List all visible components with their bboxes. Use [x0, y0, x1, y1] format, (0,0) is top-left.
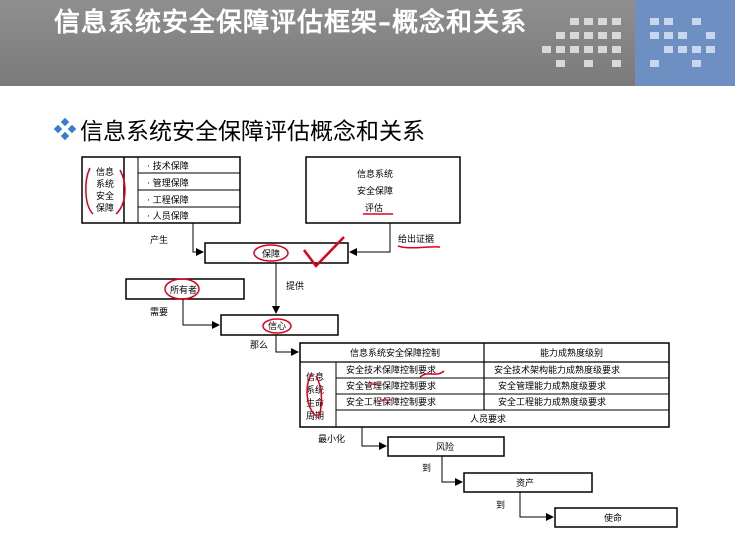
produce-label: 产生	[150, 234, 168, 246]
assurance-types-box: 信息 系统 安全 保障 · 技术保障 · 管理保障 · 工程保障 · 人员保障	[81, 156, 241, 224]
red-annotation	[115, 169, 126, 215]
left-label-4: 保障	[96, 202, 114, 214]
svg-text:信息系统: 信息系统	[357, 168, 393, 180]
eng-assurance: · 工程保障	[147, 194, 189, 206]
confidence-box	[220, 314, 339, 336]
diamond-bullet-icon	[54, 118, 76, 140]
risk-box	[387, 436, 505, 457]
table-cell: 安全技术架构能力成熟度级要求	[494, 364, 620, 376]
mgmt-assurance: · 管理保障	[147, 177, 189, 189]
decorative-dot-grid	[542, 0, 735, 86]
slide-header: 信息系统安全保障评估框架–概念和关系	[0, 0, 735, 86]
evidence-label: 给出证据	[398, 233, 434, 245]
table-header-controls: 信息系统安全保障控制	[350, 347, 440, 359]
slide-title: 信息系统安全保障评估框架–概念和关系	[54, 8, 528, 38]
red-checkmark-icon	[303, 236, 345, 268]
table-cell: 安全管理保障控制要求	[346, 380, 436, 392]
owner-label: 所有者	[170, 284, 197, 296]
risk-label: 风险	[436, 441, 454, 453]
minimize-label: 最小化	[318, 433, 345, 445]
assurance-label: 保障	[262, 248, 280, 260]
to-label-1: 到	[422, 462, 431, 474]
table-header-maturity: 能力成熟度级别	[540, 347, 603, 359]
mission-box	[554, 507, 678, 528]
svg-text:评估: 评估	[365, 202, 383, 214]
control-maturity-table: 信息系统安全保障控制 能力成熟度级别 安全技术保障控制要求 安全技术架构能力成熟…	[299, 342, 670, 428]
tech-assurance: · 技术保障	[147, 160, 189, 172]
to-label-2: 到	[496, 499, 505, 511]
mission-label: 使命	[604, 512, 622, 524]
asset-label: 资产	[516, 477, 534, 489]
svg-text:生命: 生命	[306, 397, 324, 409]
need-label: 需要	[150, 307, 168, 318]
table-cell: 安全工程保障控制要求	[346, 396, 436, 408]
table-cell: 安全管理能力成熟度级要求	[498, 380, 606, 392]
left-label-3: 安全	[96, 190, 114, 202]
slide-subtitle: 信息系统安全保障评估概念和关系	[80, 119, 425, 145]
assurance-framework-diagram: 信息 系统 安全 保障 · 技术保障 · 管理保障 · 工程保障 · 人员保障 …	[81, 156, 678, 528]
left-label-1: 信息	[96, 166, 114, 178]
assessment-box: 信息系统 安全保障 评估	[305, 156, 461, 224]
svg-text:周期: 周期	[306, 411, 324, 422]
provide-label: 提供	[286, 280, 304, 292]
so-label: 那么	[250, 340, 268, 351]
table-cell: 安全工程能力成熟度级要求	[498, 396, 606, 408]
svg-text:安全保障: 安全保障	[357, 185, 393, 197]
confidence-label: 信心	[268, 320, 286, 332]
table-personnel-row: 人员要求	[470, 413, 506, 425]
table-cell: 安全技术保障控制要求	[346, 364, 436, 376]
left-label-2: 系统	[96, 178, 114, 190]
personnel-assurance: · 人员保障	[147, 210, 189, 222]
asset-box	[463, 472, 593, 493]
red-annotation	[85, 167, 94, 215]
red-circle	[253, 244, 289, 262]
